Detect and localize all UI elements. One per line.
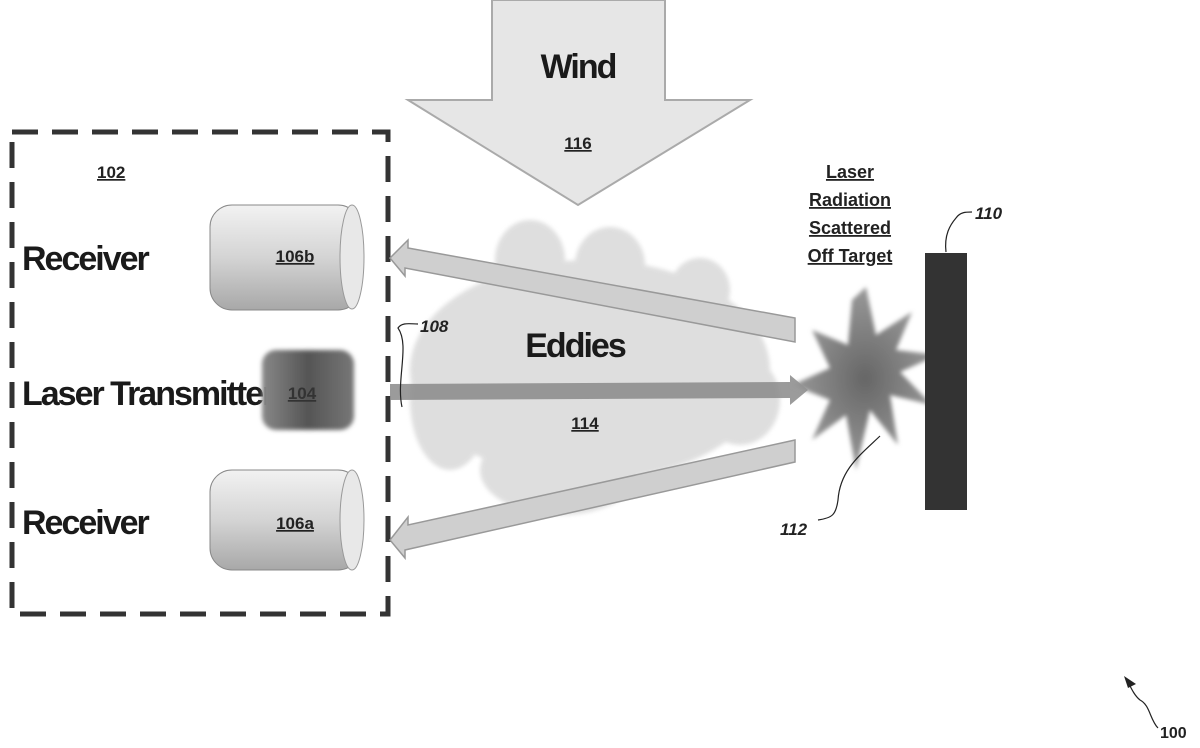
system-boundary xyxy=(9,129,391,617)
svg-text:Off Target: Off Target xyxy=(808,246,893,266)
receiver-bottom-label: Receiver xyxy=(22,504,150,542)
receiver-top-label: Receiver xyxy=(22,240,150,278)
figure-leader xyxy=(1127,681,1159,729)
return-beam-bottom xyxy=(389,439,796,561)
wind-ref: 116 xyxy=(564,134,591,153)
wind-label: Wind xyxy=(541,48,616,86)
return-beam-top xyxy=(388,238,796,343)
svg-text:Laser: Laser xyxy=(826,162,874,182)
transmitter-104: 104 xyxy=(262,350,354,430)
svg-text:104: 104 xyxy=(288,384,317,403)
transmit-beam xyxy=(390,375,808,405)
wind-arrow: Wind 116 xyxy=(404,0,754,207)
beam-leader xyxy=(397,323,419,408)
eddies-ref: 114 xyxy=(571,414,599,433)
system-ref: 102 xyxy=(97,163,125,182)
scatter-burst xyxy=(792,287,938,470)
svg-text:106b: 106b xyxy=(276,247,315,266)
receiver-106b: 106b xyxy=(209,204,365,311)
receiver-106a: 106a xyxy=(209,469,365,571)
svg-text:Radiation: Radiation xyxy=(809,190,891,210)
eddies-label: Eddies xyxy=(525,327,626,365)
target-leader xyxy=(945,211,973,253)
scatter-ref: 112 xyxy=(780,520,808,539)
target xyxy=(925,253,967,510)
transmitter-label: Laser Transmitter xyxy=(22,375,275,413)
svg-text:106a: 106a xyxy=(276,514,314,533)
target-ref: 110 xyxy=(975,204,1003,223)
scatter-leader xyxy=(817,435,881,521)
figure-arrow-icon xyxy=(1124,676,1136,688)
svg-text:Scattered: Scattered xyxy=(809,218,891,238)
figure-ref: 100 xyxy=(1160,725,1187,742)
scatter-caption: Laser Radiation Scattered Off Target xyxy=(808,162,893,266)
beam-ref: 108 xyxy=(420,317,449,336)
